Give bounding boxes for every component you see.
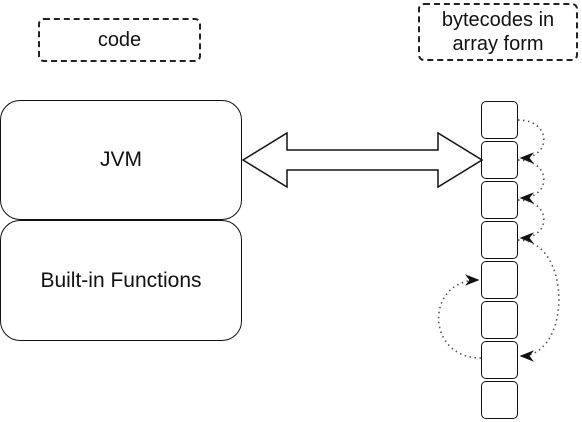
bytecode-cell-5 (481, 261, 518, 299)
code-label-text: code (97, 29, 142, 51)
builtin-functions-block: Built-in Functions (0, 220, 242, 341)
jvm-block: JVM (0, 100, 242, 220)
jump-arrow-7-to-5 (437, 274, 482, 359)
bytecodes-label-line1: bytecodes in (441, 9, 555, 31)
bytecodes-label-line2: array form (452, 33, 544, 55)
jump-arrow-4-to-7 (517, 239, 560, 362)
jump-arrow-1-to-2 (517, 119, 545, 164)
code-label-box: code (38, 18, 201, 62)
bytecode-cell-1 (481, 101, 518, 139)
jvm-label: JVM (100, 148, 142, 171)
bytecode-cell-4 (481, 221, 518, 259)
jump-arrow-2-to-3 (517, 159, 545, 204)
jump-arrow-3-to-4 (517, 199, 545, 244)
bytecode-cell-2 (481, 141, 518, 179)
builtin-functions-label: Built-in Functions (40, 268, 202, 292)
bytecode-cell-6 (481, 301, 518, 339)
bytecode-cell-7 (481, 341, 518, 379)
bytecodes-label-box: bytecodes in array form (418, 3, 578, 61)
bytecode-cell-3 (481, 181, 518, 219)
bytecode-cell-8 (481, 381, 518, 419)
jvm-array-double-arrow (241, 131, 484, 189)
